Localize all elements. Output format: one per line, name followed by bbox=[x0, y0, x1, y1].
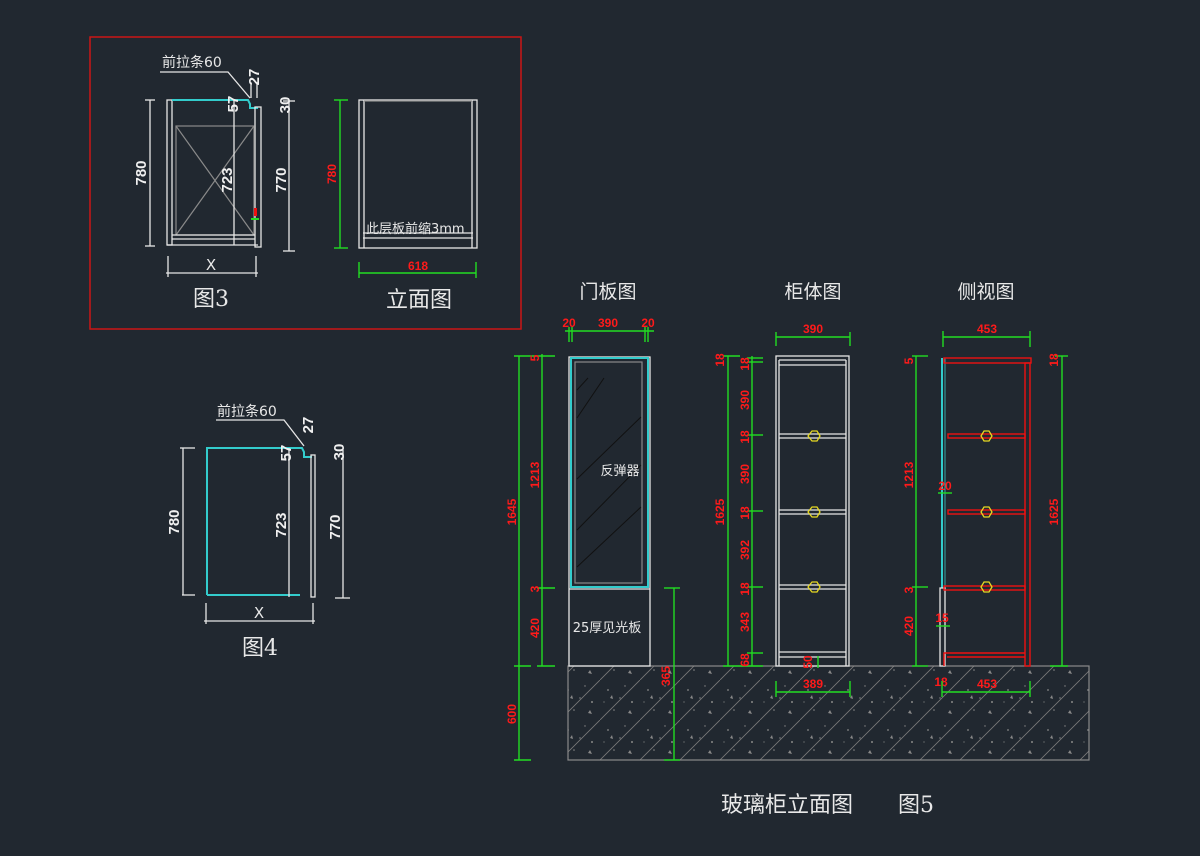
dim-side-left: 3 bbox=[902, 586, 916, 593]
dim-30: 30 bbox=[331, 444, 348, 461]
figure-3: 前拉条60 780 723 770 30 57 27 X bbox=[133, 54, 295, 312]
dim-57: 57 bbox=[278, 445, 295, 462]
dim-770: 770 bbox=[273, 167, 290, 192]
dim-door-width: 390 bbox=[598, 316, 618, 330]
dim-door-420: 420 bbox=[528, 618, 542, 638]
elevation-view: 此层板前缩3mm 780 618 立面图 bbox=[325, 99, 478, 313]
dim-door-right: 20 bbox=[641, 316, 655, 330]
callout-label: 前拉条60 bbox=[217, 403, 277, 420]
shelf-pin-icon bbox=[807, 581, 821, 593]
cabinet-view-title: 柜体图 bbox=[784, 281, 841, 303]
dim-door-plinth: 365 bbox=[659, 666, 673, 686]
dim-side-face: 18 bbox=[934, 675, 948, 689]
dim-770: 770 bbox=[327, 514, 344, 539]
dim-cabinet-inner: 18 bbox=[738, 357, 752, 371]
dim-cabinet-inner: 390 bbox=[738, 390, 752, 410]
door-view: 20 390 20 反弹器 25厚见光板 1645 600 5 bbox=[505, 316, 680, 761]
dim-cabinet-inner: 390 bbox=[738, 464, 752, 484]
dim-elevation-height: 780 bbox=[325, 164, 339, 184]
concrete-floor bbox=[567, 665, 1090, 761]
dim-side-face: 15 bbox=[935, 611, 949, 625]
dim-door-5: 5 bbox=[528, 354, 542, 361]
dim-780: 780 bbox=[166, 509, 183, 534]
dim-door-1213: 1213 bbox=[528, 461, 542, 488]
dim-cabinet-1625: 1625 bbox=[713, 498, 727, 525]
dim-723: 723 bbox=[219, 167, 236, 192]
side-view: 453 5 1213 3 420 20 1 bbox=[902, 322, 1068, 697]
dim-side-face: 20 bbox=[938, 479, 952, 493]
shelf-pin-icon bbox=[807, 430, 821, 442]
dim-27: 27 bbox=[246, 69, 263, 86]
panel-label: 25厚见光板 bbox=[573, 621, 642, 636]
dim-cabinet-plinth: 50 bbox=[801, 655, 815, 669]
dim-30: 30 bbox=[277, 97, 294, 114]
dim-cabinet-inner: 18 bbox=[738, 582, 752, 596]
figure-3-caption: 图3 bbox=[193, 287, 229, 312]
dim-x: X bbox=[254, 604, 264, 622]
shelf-pin-icon bbox=[980, 430, 993, 442]
dim-cabinet-inner: 18 bbox=[738, 430, 752, 444]
figure-5-number: 图5 bbox=[898, 793, 934, 818]
shelf-pin-icon bbox=[980, 581, 993, 593]
dim-side-right: 18 bbox=[1047, 353, 1061, 367]
door-view-title: 门板图 bbox=[579, 281, 636, 303]
dim-side-left: 5 bbox=[902, 357, 916, 364]
shelf-pin-icon bbox=[980, 506, 993, 518]
shelf-pin-icon bbox=[807, 506, 821, 518]
group-frame bbox=[89, 36, 522, 330]
dim-cabinet-top-width: 390 bbox=[803, 322, 823, 336]
dim-cabinet-inner: 68 bbox=[738, 653, 752, 667]
dim-cabinet-inner: 392 bbox=[738, 540, 752, 560]
dim-cabinet-inner: 343 bbox=[738, 612, 752, 632]
elevation-caption: 立面图 bbox=[386, 288, 452, 313]
dim-door-1645: 1645 bbox=[505, 498, 519, 525]
figure-4-caption: 图4 bbox=[242, 636, 278, 661]
elevation-note: 此层板前缩3mm bbox=[366, 221, 465, 237]
dim-723: 723 bbox=[273, 512, 290, 537]
callout-label: 前拉条60 bbox=[162, 54, 222, 71]
cabinet-view: 390 bbox=[713, 322, 851, 697]
dim-cabinet-18-top: 18 bbox=[713, 353, 727, 367]
dim-side-left: 1213 bbox=[902, 461, 916, 488]
dim-side-1625: 1625 bbox=[1047, 498, 1061, 525]
dim-cabinet-bottom-width: 389 bbox=[803, 677, 823, 691]
dim-door-600: 600 bbox=[505, 704, 519, 724]
dim-780: 780 bbox=[133, 160, 150, 185]
dim-door-3: 3 bbox=[528, 585, 542, 592]
dim-side-top-width: 453 bbox=[977, 322, 997, 336]
figure-5: 门板图 柜体图 侧视图 20 390 20 反弹器 25厚见光板 bbox=[505, 281, 1090, 818]
dim-57: 57 bbox=[225, 96, 242, 113]
rebound-device-label: 反弹器 bbox=[600, 464, 639, 479]
dim-side-left: 420 bbox=[902, 616, 916, 636]
figure-5-caption: 玻璃柜立面图 bbox=[721, 793, 853, 818]
figure-4: 前拉条60 780 723 770 30 57 27 X 图4 bbox=[166, 403, 350, 661]
dim-x: X bbox=[206, 256, 216, 274]
dim-27: 27 bbox=[300, 417, 317, 434]
dim-side-bottom-width: 453 bbox=[977, 677, 997, 691]
dim-door-left: 20 bbox=[562, 316, 576, 330]
dim-cabinet-inner: 18 bbox=[738, 506, 752, 520]
side-view-title: 侧视图 bbox=[957, 281, 1014, 303]
dim-elevation-width: 618 bbox=[408, 259, 428, 273]
